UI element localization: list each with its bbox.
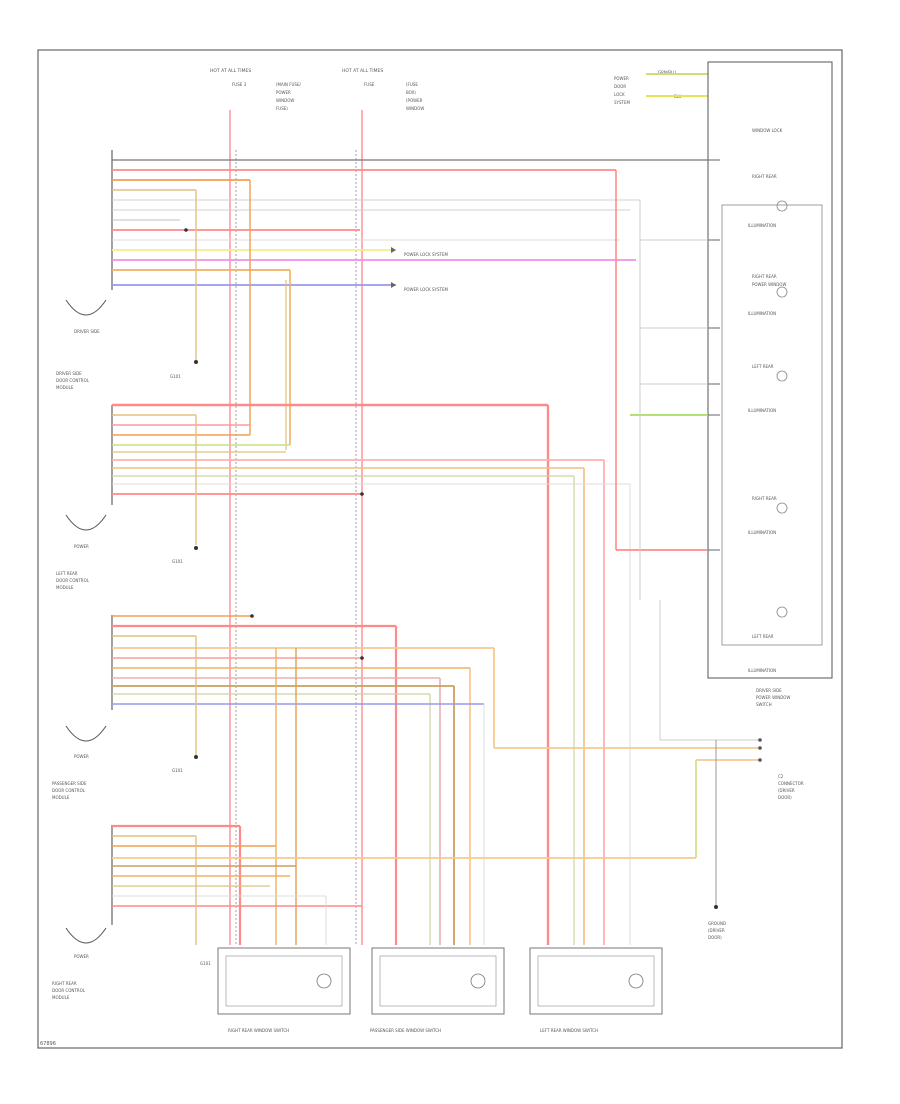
dws-item-illum-5: ILLUMINATION: [748, 668, 776, 673]
power-lock-label: POWER DOOR LOCK SYSTEM GRN/BLU BLU: [614, 70, 682, 105]
connector-label-3: DOOR): [778, 795, 792, 800]
top-right-wire-0: GRN/BLU: [658, 70, 676, 75]
dws-item-right-rear-2: RIGHT REAR: [752, 274, 777, 279]
dest-lock-1: POWER LOCK SYSTEM: [404, 252, 449, 257]
driver-window-switch: WINDOW LOCK RIGHT REAR ILLUMINATION RIGH…: [707, 61, 833, 707]
fuse-mid-line-0: FUSE: [364, 82, 375, 87]
module-ps-name-x: POWER: [74, 754, 89, 759]
fuse-left-line-3: WINDOW: [276, 98, 294, 103]
dws-item-illum-4: ILLUMINATION: [748, 530, 776, 535]
dws-item-pw-1: POWER WINDOW: [752, 282, 786, 287]
fuse-left-line-2: POWER: [276, 90, 291, 95]
module-rr-name-0: RIGHT REAR: [52, 981, 77, 986]
ground-point: [714, 905, 718, 909]
fuse-left-title: HOT AT ALL TIMES: [210, 68, 251, 74]
connector-label-1: CONNECTOR: [778, 781, 804, 786]
top-right-line-2: LOCK: [614, 92, 625, 97]
module-ps-ground: G101: [172, 768, 183, 773]
top-right-line-0: POWER: [614, 76, 629, 81]
dws-item-left-rear: LEFT REAR: [752, 364, 774, 369]
switch-left-rear: LEFT REAR WINDOW SWITCH: [529, 947, 663, 1033]
module-right-rear: POWER RIGHT REAR DOOR CONTROL MODULE G10…: [52, 759, 760, 1000]
dws-name-2: SWITCH: [756, 702, 772, 707]
switch-passenger: PASSENGER SIDE WINDOW SWITCH: [370, 947, 505, 1033]
module-rr-ground: G101: [200, 961, 211, 966]
c2-connector: C2 CONNECTOR (DRIVER DOOR): [758, 738, 804, 800]
fuse-left-line-0: FUSE 3: [232, 82, 247, 87]
switch-lr-label: LEFT REAR WINDOW SWITCH: [540, 1028, 598, 1033]
module-rr-name-x: POWER: [74, 954, 89, 959]
connector-label-0: C2: [778, 774, 784, 779]
fuse-left-line-1: (MAIN FUSE/: [276, 82, 301, 87]
top-right-line-1: DOOR: [614, 84, 626, 89]
ground-bottom-1: (DRIVER: [708, 928, 725, 933]
dws-item-right-rear-3: RIGHT REAR: [752, 496, 777, 501]
module-driver-name-0: DRIVER SIDE: [74, 329, 100, 334]
module-driver: DRIVER SIDE DRIVER SIDE DOOR CONTROL MOD…: [56, 150, 640, 450]
dws-name-1: POWER WINDOW: [756, 695, 790, 700]
module-ps-name-2: MODULE: [52, 795, 70, 800]
connector-label-2: (DRIVER: [778, 788, 795, 793]
module-left-rear: POWER LEFT REAR DOOR CONTROL MODULE G101: [56, 403, 631, 945]
module-lr-name-x: POWER: [74, 544, 89, 549]
diagram-border: [37, 49, 843, 1049]
module-rr-name-1: DOOR CONTROL: [52, 988, 86, 993]
fuse-mid-line-4: WINDOW: [406, 106, 424, 111]
module-ps-name-0: PASSENGER SIDE: [52, 781, 87, 786]
module-driver-ground: G101: [170, 374, 181, 379]
module-lr-name-1: DOOR CONTROL: [56, 578, 90, 583]
module-rr-name-2: MODULE: [52, 995, 70, 1000]
switch-right-rear: RIGHT REAR WINDOW SWITCH: [217, 947, 351, 1033]
module-driver-name-2: MODULE: [56, 385, 74, 390]
dws-item-window-lock: WINDOW LOCK: [752, 128, 783, 133]
dws-item-left-rear-2: LEFT REAR: [752, 634, 774, 639]
diagram-id: 67896: [40, 1041, 56, 1047]
fuse-block-mid: HOT AT ALL TIMES FUSE (FUSE BOX) (POWER …: [342, 68, 424, 111]
dws-item-right-rear: RIGHT REAR: [752, 174, 777, 179]
fuse-mid-line-2: BOX): [406, 90, 416, 95]
dest-lock-2: POWER LOCK SYSTEM: [404, 287, 449, 292]
module-lr-name-0: LEFT REAR: [56, 571, 78, 576]
module-lr-name-2: MODULE: [56, 585, 74, 590]
dws-item-illum-1: ILLUMINATION: [748, 223, 776, 228]
dws-item-illum-3: ILLUMINATION: [748, 408, 776, 413]
switch-ps-label: PASSENGER SIDE WINDOW SWITCH: [370, 1028, 441, 1033]
switch-rr-label: RIGHT REAR WINDOW SWITCH: [228, 1028, 289, 1033]
module-ps-name-1: DOOR CONTROL: [52, 788, 86, 793]
dws-item-illum-2: ILLUMINATION: [748, 311, 776, 316]
ground-bottom-2: DOOR): [708, 935, 722, 940]
ground-bottom-0: GROUND: [708, 921, 726, 926]
fuse-mid-line-1: (FUSE: [406, 82, 418, 87]
fuse-block-left: HOT AT ALL TIMES FUSE 3 (MAIN FUSE/ POWE…: [210, 68, 301, 111]
module-driver-name-1: DOOR CONTROL: [56, 378, 90, 383]
module-lr-ground: G101: [172, 559, 183, 564]
fuse-mid-line-3: (POWER: [406, 98, 423, 103]
module-driver-name-0b: DRIVER SIDE: [56, 371, 82, 376]
dws-name-0: DRIVER SIDE: [756, 688, 782, 693]
fuse-left-line-4: FUSE): [276, 106, 288, 111]
top-right-line-3: SYSTEM: [614, 100, 630, 105]
module-passenger: POWER PASSENGER SIDE DOOR CONTROL MODULE…: [52, 614, 760, 945]
fuse-mid-title: HOT AT ALL TIMES: [342, 68, 383, 74]
